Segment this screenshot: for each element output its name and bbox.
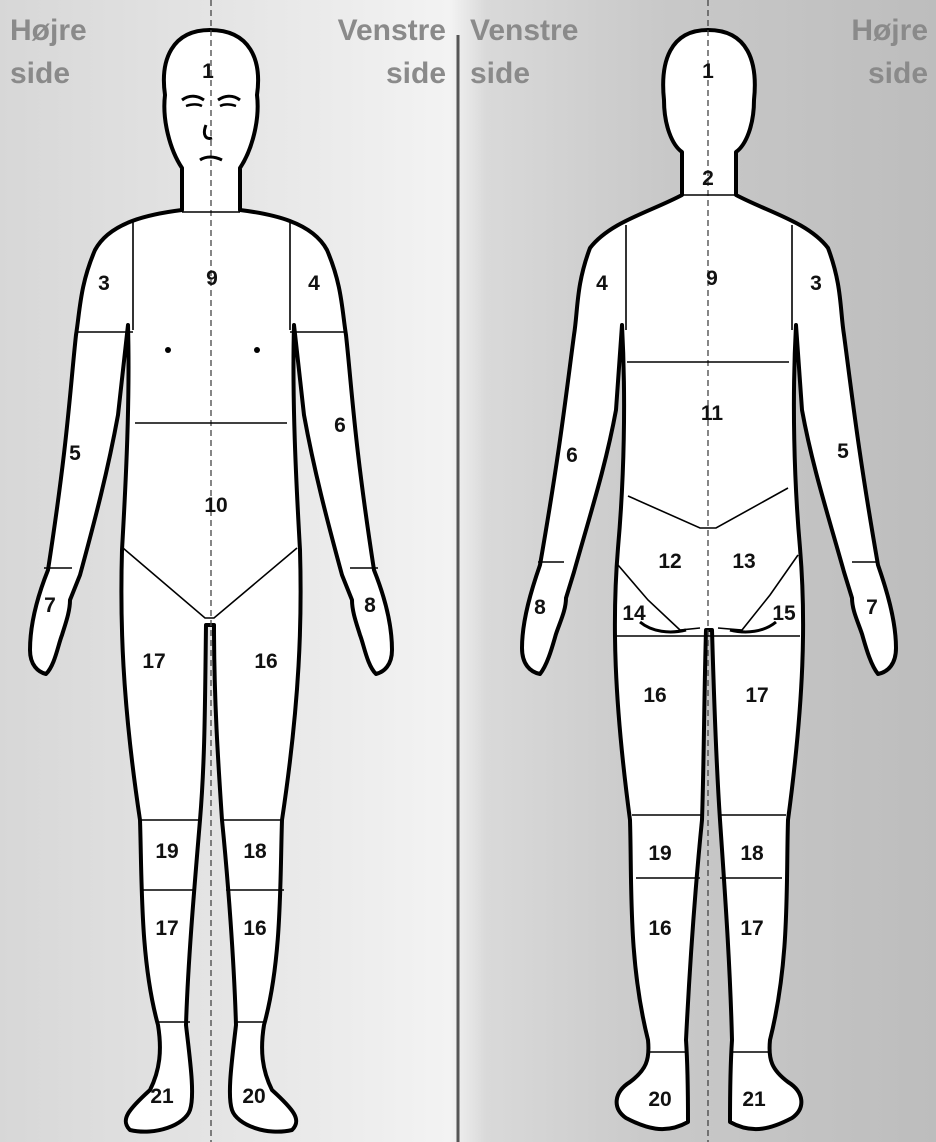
front-right-label-line2: side [10,57,70,90]
back-region-label: 14 [622,602,646,625]
back-region-label: 1 [702,60,714,83]
back-region-label: 4 [596,272,608,295]
front-left-label-line2: side [386,57,446,90]
back-region-label: 2 [702,167,714,190]
back-region-label: 9 [706,267,718,290]
front-region-label: 6 [334,414,346,437]
front-region-label: 18 [243,840,267,863]
back-figure: 1 2 4 9 3 11 6 5 12 13 8 14 15 7 16 17 1… [522,0,896,1142]
back-region-label: 17 [745,684,768,707]
front-region-label: 1 [202,60,214,83]
front-region-label: 19 [155,840,178,863]
back-region-label: 17 [740,917,763,940]
front-region-label: 17 [155,917,178,940]
front-region-label: 9 [206,267,218,290]
front-region-label: 3 [98,272,110,295]
back-region-label: 16 [648,917,671,940]
back-left-label-line2: side [470,57,530,90]
back-right-label-line1: Højre [851,14,928,47]
back-region-label: 13 [732,550,755,573]
back-region-label: 6 [566,444,578,467]
front-region-label: 16 [254,650,277,673]
back-left-label-line1: Venstre [470,14,578,47]
front-region-label: 5 [69,442,81,465]
front-region-label: 4 [308,272,320,295]
back-region-label: 21 [742,1088,766,1111]
back-region-label: 11 [701,402,724,425]
front-region-label: 10 [204,494,227,517]
back-region-label: 19 [648,842,671,865]
back-region-label: 5 [837,440,849,463]
front-right-label-line1: Højre [10,14,87,47]
front-region-label: 20 [242,1085,265,1108]
front-region-label: 16 [243,917,266,940]
front-region-label: 8 [364,594,376,617]
back-region-label: 3 [810,272,822,295]
back-region-label: 8 [534,596,546,619]
front-region-label: 7 [44,594,56,617]
back-region-label: 20 [648,1088,671,1111]
front-region-label: 17 [142,650,165,673]
back-right-label-line2: side [868,57,928,90]
back-region-label: 12 [658,550,681,573]
front-left-label-line1: Venstre [338,14,446,47]
back-region-label: 18 [740,842,764,865]
back-region-label: 7 [866,596,878,619]
front-region-label: 21 [150,1085,174,1108]
back-region-label: 15 [772,602,796,625]
front-figure: 1 3 4 9 5 6 10 7 8 17 16 19 18 17 16 21 … [30,0,392,1142]
back-region-label: 16 [643,684,666,707]
